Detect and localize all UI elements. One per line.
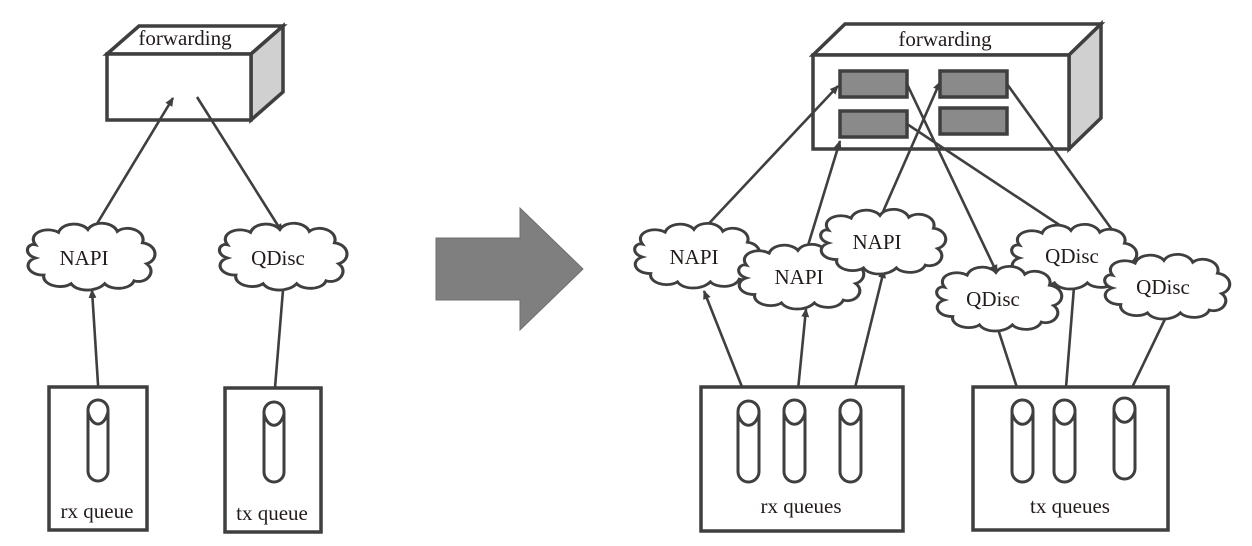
- left-forwarding-front-face: [105, 52, 253, 122]
- forwarding-block-3: [838, 109, 909, 139]
- left-tx-queue-box: tx queue: [223, 386, 323, 534]
- right-rx-queues-box: rx queues: [699, 385, 905, 533]
- right-arrow-icon: [435, 206, 584, 332]
- forwarding-block-2: [938, 69, 1009, 99]
- forwarding-block-4: [938, 106, 1009, 136]
- left-qdisc-cloud: QDisc: [217, 221, 349, 292]
- arrow-qdisc-to-txqueue: [270, 289, 285, 401]
- right-napi-cloud-3: NAPI: [819, 207, 948, 276]
- arrow-rx1-to-napi1: [702, 290, 750, 403]
- arrow-block1-to-qdisc1: [905, 83, 999, 274]
- tx-queues-pill-3: [1112, 396, 1137, 481]
- napi-2-label: NAPI: [774, 265, 823, 289]
- arrow-napi2-to-block3: [804, 140, 842, 253]
- right-qdisc-cloud-3: QDisc: [1103, 252, 1232, 321]
- left-forwarding-label: forwarding: [138, 26, 232, 50]
- left-qdisc-label: QDisc: [251, 246, 305, 270]
- left-rx-queue-box: rx queue: [47, 385, 149, 532]
- qdisc-2-label: QDisc: [1045, 244, 1099, 268]
- left-napi-label: NAPI: [59, 246, 108, 270]
- arrow-rx2-to-napi2: [795, 308, 810, 401]
- right-tx-queues-box: tx queues: [971, 385, 1170, 532]
- left-napi-cloud: NAPI: [25, 221, 157, 292]
- arrow-rxqueue-to-napi: [88, 289, 101, 401]
- napi-1-label: NAPI: [669, 245, 718, 269]
- arrow-forwarding-to-qdisc: [195, 96, 284, 233]
- right-forwarding-box: forwarding: [808, 19, 1106, 154]
- arrow-qdisc3-to-tx3: [1125, 316, 1168, 399]
- forwarding-block-1: [838, 69, 909, 99]
- rx-queues-pill-1: [736, 399, 761, 484]
- right-qdisc-cloud-1: QDisc: [935, 264, 1064, 333]
- rx-queues-pill-2: [782, 398, 807, 484]
- rx-queue-label: rx queue: [61, 499, 134, 523]
- right-napi-cloud-1: NAPI: [633, 221, 762, 290]
- arrow-qdisc2-to-tx2: [1061, 286, 1076, 401]
- qdisc-3-label: QDisc: [1136, 275, 1190, 299]
- right-qdisc-cloud-2: QDisc: [1010, 222, 1139, 291]
- arrow-napi1-to-block1: [699, 85, 839, 234]
- qdisc-1-label: QDisc: [966, 287, 1020, 311]
- tx-queues-label: tx queues: [1030, 494, 1110, 518]
- tx-queue-label: tx queue: [236, 501, 308, 525]
- tx-queues-pill-1: [1010, 398, 1035, 484]
- arrow-napi-to-forwarding: [90, 97, 175, 233]
- arrow-block3-to-qdisc2: [906, 122, 1074, 236]
- right-forwarding-label: forwarding: [898, 27, 992, 51]
- left-forwarding-box: forwarding: [102, 22, 288, 124]
- tx-queues-pill-2: [1052, 398, 1077, 484]
- arrow-napi3-to-block2: [880, 81, 942, 215]
- right-napi-cloud-2: NAPI: [737, 242, 866, 311]
- rx-queues-label: rx queues: [760, 494, 841, 518]
- tx-queue-pill: [262, 400, 286, 484]
- rx-queues-pill-3: [838, 398, 863, 484]
- arrow-rx3-to-napi3: [850, 269, 886, 401]
- rx-queue-pill: [86, 398, 110, 483]
- napi-3-label: NAPI: [852, 230, 901, 254]
